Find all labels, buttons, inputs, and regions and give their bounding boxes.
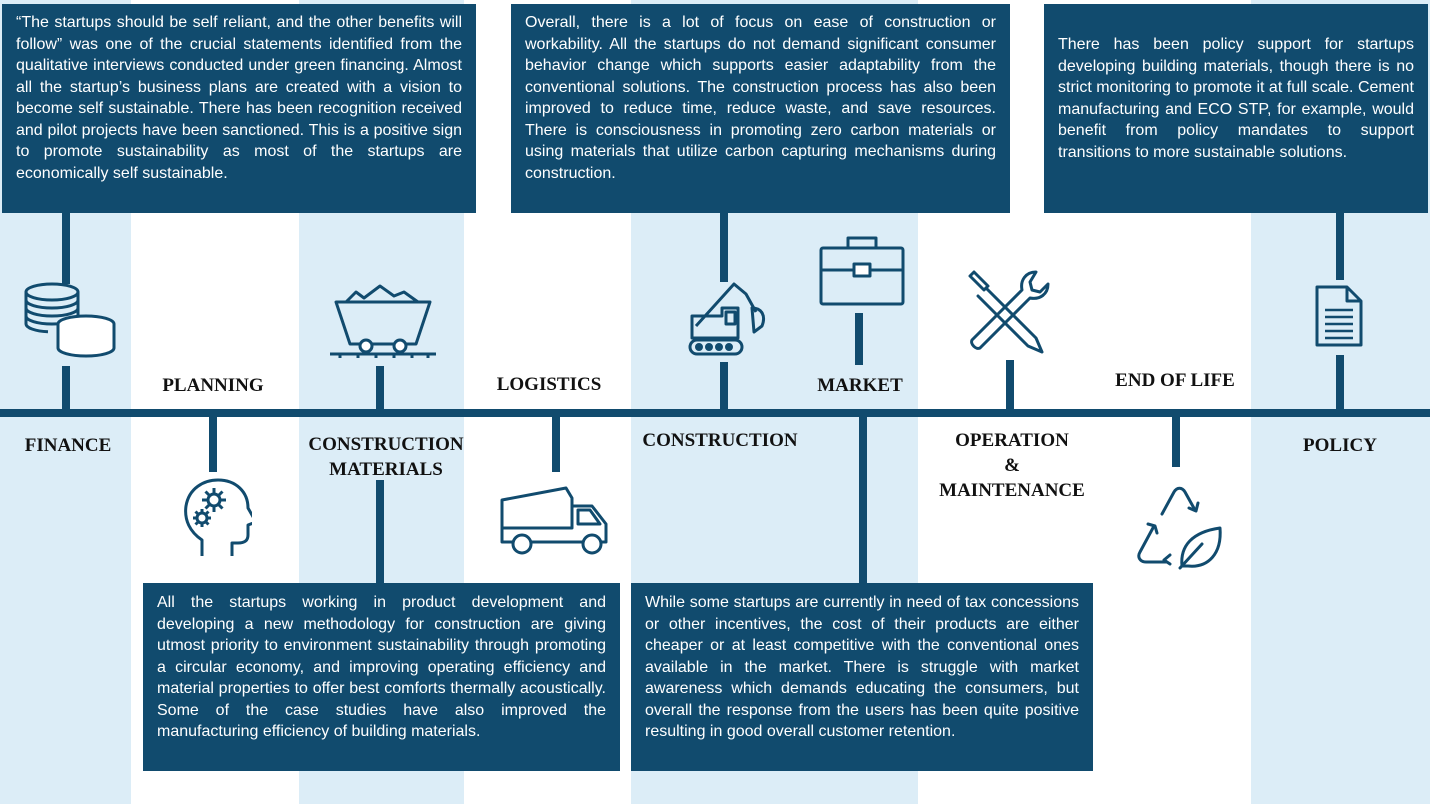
connector-construction-lower [720, 362, 728, 410]
connector-operation [1006, 360, 1014, 410]
connector-market-lower [859, 417, 867, 583]
finance-description: “The startups should be self reliant, an… [16, 14, 462, 182]
wrench-screwdriver-icon [966, 268, 1052, 354]
dump-truck-icon [498, 486, 612, 558]
connector-finance-lower [62, 366, 70, 410]
stage-label-end-of-life: END OF LIFE [1115, 370, 1235, 391]
stage-label-operation-line3: MAINTENANCE [939, 480, 1085, 501]
construction-description: Overall, there is a lot of focus on ease… [525, 14, 996, 182]
stage-label-operation-line2: & [1004, 455, 1020, 476]
connector-materials-lower [376, 480, 384, 583]
stage-label-operation-line1: OPERATION [955, 430, 1069, 451]
policy-description-box: There has been policy support for startu… [1044, 4, 1428, 213]
policy-description: There has been policy support for startu… [1058, 36, 1414, 161]
connector-construction [720, 212, 728, 282]
connector-finance [62, 212, 70, 284]
recycle-leaf-icon [1134, 484, 1224, 570]
timeline-axis [0, 409, 1430, 417]
connector-policy [1336, 212, 1344, 280]
mine-cart-icon [328, 280, 438, 360]
document-icon [1314, 284, 1364, 348]
coins-icon [22, 282, 122, 366]
connector-market-upper [855, 313, 863, 365]
market-description-box: While some startups are currently in nee… [631, 583, 1093, 771]
head-gears-icon [180, 478, 252, 560]
briefcase-icon [818, 234, 906, 308]
connector-planning [209, 417, 217, 472]
finance-description-box: “The startups should be self reliant, an… [2, 4, 476, 213]
stage-label-planning: PLANNING [162, 375, 264, 396]
materials-description-box: All the startups working in product deve… [143, 583, 620, 771]
stage-label-construction: CONSTRUCTION [642, 430, 798, 451]
excavator-icon [686, 282, 770, 358]
stage-label-materials-line1: CONSTRUCTION [308, 434, 464, 455]
stage-label-policy: POLICY [1303, 435, 1377, 456]
stage-label-logistics: LOGISTICS [496, 374, 602, 395]
connector-logistics [552, 417, 560, 472]
construction-description-box: Overall, there is a lot of focus on ease… [511, 4, 1010, 213]
market-description: While some startups are currently in nee… [645, 594, 1079, 740]
connector-policy-lower [1336, 355, 1344, 410]
connector-materials-upper [376, 366, 384, 410]
stage-label-finance: FINANCE [24, 435, 112, 456]
connector-end-of-life [1172, 417, 1180, 467]
stage-label-materials-line2: MATERIALS [329, 459, 443, 480]
stage-label-market: MARKET [817, 375, 903, 396]
materials-description: All the startups working in product deve… [157, 594, 606, 740]
